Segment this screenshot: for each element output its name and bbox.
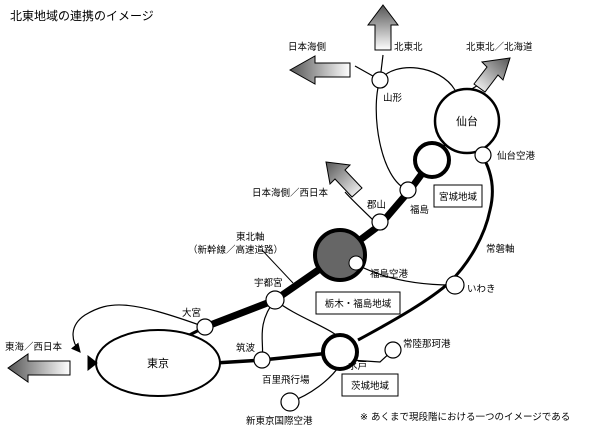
- tochigi-fukushima-hub-node: [313, 228, 367, 282]
- tokyo-pointer-icon: [87, 354, 98, 372]
- sendai-node: [433, 87, 501, 155]
- tokai-nishinihon-arrow-icon: [7, 353, 71, 383]
- region-boxes: [315, 184, 483, 397]
- nihonkai-arrow-label: 日本海側: [288, 41, 326, 53]
- nihonkai-nishinihon-arrow-label: 日本海側／西日本: [252, 187, 329, 199]
- shin-tokyo-airport-node: [280, 392, 300, 412]
- tohoku-axis-label: 東北軸: [236, 231, 265, 243]
- tochigi-fukushima-region-label: 栃木・福島地域: [325, 298, 392, 310]
- yamagata-sendai-line: [379, 67, 456, 91]
- mito-label: 水戸: [348, 360, 367, 372]
- shin-tokyo-airport-label: 新東京国際空港: [246, 415, 313, 427]
- miyagi-region-box: [433, 184, 483, 208]
- sendai-label: 仙台: [456, 114, 478, 128]
- ibaraki-region-label: 茨城地域: [351, 380, 390, 392]
- tsukuba-label: 筑波: [236, 342, 256, 354]
- footnote: ※ あくまで現段階における一つのイメージである: [360, 411, 570, 423]
- omiya-node: [196, 318, 214, 336]
- koriyama-node: [371, 213, 389, 231]
- kita-tohoku-hokkaido-arrow-label: 北東北／北海道: [466, 41, 533, 53]
- sendai-airport-node: [474, 146, 492, 164]
- tsukuba-node: [253, 351, 271, 369]
- nihonkai-arrow-icon: [288, 55, 351, 85]
- omiya-label: 大宮: [182, 307, 201, 319]
- fukushima-label: 福島: [410, 204, 429, 216]
- fukushima-airport-label: 福島空港: [370, 268, 409, 280]
- nihonkai-nishinihon-arrow-icon: [325, 161, 363, 198]
- kita-tohoku-hokkaido-arrow-icon: [473, 57, 511, 93]
- hitachinaka-label: 常陸那珂港: [403, 338, 451, 350]
- utsunomiya-node: [265, 290, 285, 310]
- diagram-title: 北東地域の連携のイメージ: [10, 8, 154, 23]
- yamagata-node: [371, 71, 389, 89]
- tohoku-axis-pointer: [261, 249, 294, 284]
- joban-axis-label: 常磐軸: [486, 243, 515, 255]
- direction-arrows: [7, 4, 511, 383]
- yamagata-label: 山形: [383, 92, 403, 104]
- tokai-nishinihon-arrow-label: 東海／西日本: [5, 341, 63, 353]
- miyagi-hub-node: [413, 141, 451, 179]
- yamagata-line: [375, 79, 409, 191]
- west-curve-line: [70, 304, 206, 353]
- hyakuri-label: 百里飛行場: [262, 374, 310, 386]
- fukushima-node: [399, 181, 417, 199]
- nodes: [87, 71, 501, 412]
- joban-axis-line: [357, 151, 494, 342]
- tochigi-fukushima-region-box: [315, 291, 401, 315]
- sendai-airport-label: 仙台空港: [497, 150, 536, 162]
- iwaki-node: [445, 275, 465, 295]
- fukushima-airport-node: [348, 255, 364, 271]
- miyagi-region-label: 宮城地域: [439, 191, 478, 203]
- hitachinaka-node: [384, 341, 402, 359]
- iwaki-label: いわき: [467, 284, 496, 295]
- utsunomiya-label: 宇都宮: [254, 277, 283, 289]
- koriyama-label: 郡山: [367, 200, 386, 211]
- kita-tohoku-arrow-icon: [367, 4, 399, 51]
- ibaraki-region-box: [341, 373, 399, 397]
- kita-tohoku-arrow-label: 北東北: [394, 41, 423, 53]
- tohoku-axis-sublabel: （新幹線／高速道路）: [188, 244, 283, 256]
- mito-hub-node: [321, 333, 359, 371]
- tokyo-label: 東京: [147, 356, 169, 370]
